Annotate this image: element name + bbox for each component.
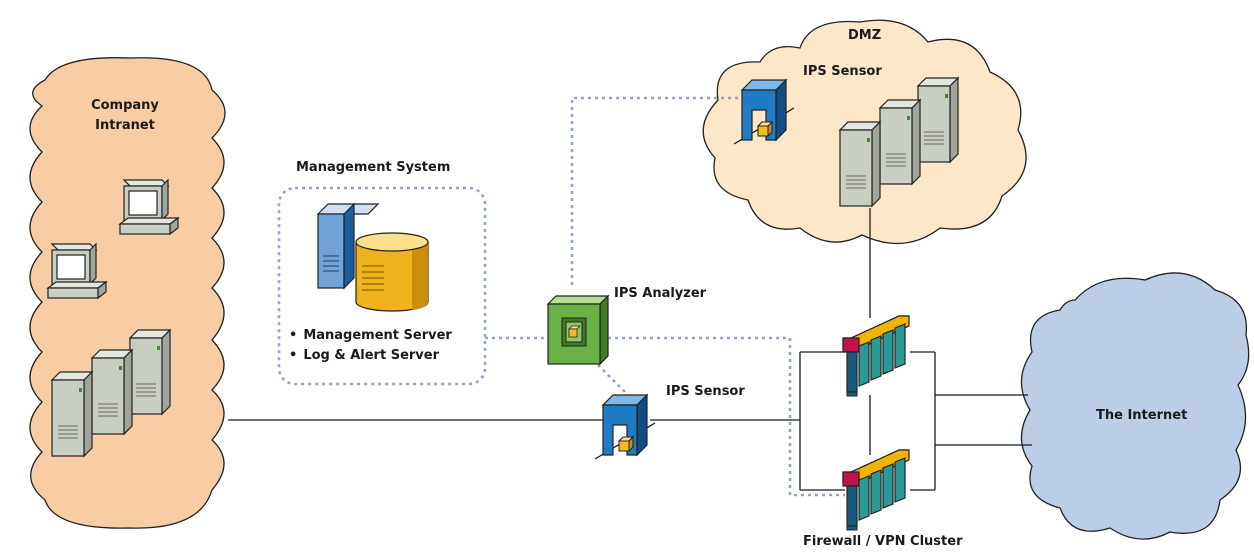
server-icon (879, 99, 921, 185)
dotted-management-links (485, 96, 845, 497)
log-alert-server-item: Log & Alert Server (289, 346, 452, 366)
management-server-item: Management Server (289, 326, 452, 346)
intranet-label-line1: Company (91, 98, 159, 113)
server-icon (129, 329, 171, 415)
ips-sensor-dmz-label: IPS Sensor (803, 64, 882, 79)
internet-cloud (1020, 272, 1250, 540)
management-system-box (277, 186, 487, 386)
management-server-icon (316, 202, 380, 290)
server-icon (51, 371, 93, 457)
firewall-icon (842, 315, 910, 397)
ips-sensor-main-icon (594, 394, 656, 460)
database-icon (355, 232, 429, 312)
firewall-icon (842, 449, 910, 531)
internet-label: The Internet (1096, 408, 1188, 423)
server-icon (91, 349, 133, 435)
management-system-title: Management System (296, 160, 451, 175)
firewall-cluster-label: Firewall / VPN Cluster (803, 534, 963, 549)
dmz-label: DMZ (848, 28, 882, 43)
ips-sensor-main-label: IPS Sensor (666, 384, 745, 399)
server-icon (917, 77, 959, 163)
solid-links (228, 208, 1032, 491)
intranet-label: Company Intranet (70, 96, 180, 136)
ips-analyzer-label: IPS Analyzer (614, 286, 707, 301)
server-icon (839, 121, 881, 207)
ips-analyzer-icon (546, 294, 610, 366)
management-system-list: Management Server Log & Alert Server (289, 326, 452, 366)
intranet-label-line2: Intranet (95, 118, 155, 133)
